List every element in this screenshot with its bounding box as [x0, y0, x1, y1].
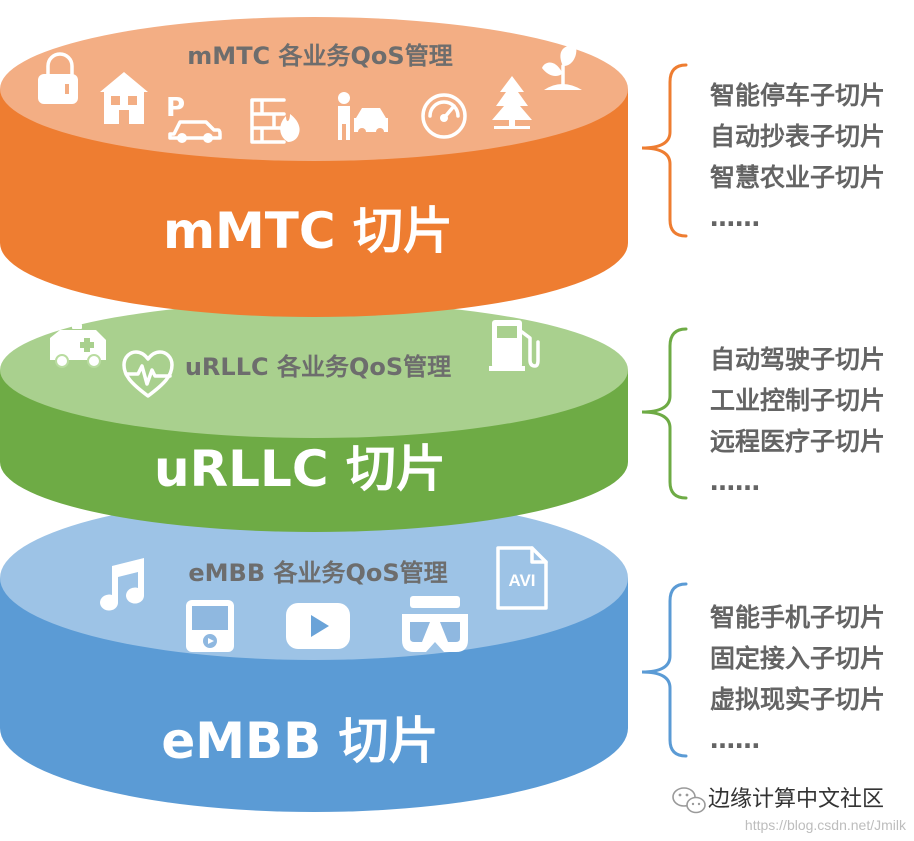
- list-item: 自动抄表子切片: [710, 122, 885, 151]
- list-item: ……: [710, 725, 760, 754]
- urllc-layer: uRLLC 各业务QoS管理 uRLLC 切片: [0, 302, 628, 532]
- list-item: 智能手机子切片: [710, 603, 885, 632]
- urllc-qos-label: uRLLC 各业务QoS管理: [185, 353, 451, 381]
- embb-brace: [641, 582, 688, 758]
- list-item: ……: [710, 203, 760, 232]
- svg-text:P: P: [166, 93, 185, 123]
- parking-car-icon: P: [166, 93, 222, 143]
- list-item: 固定接入子切片: [710, 644, 885, 673]
- vr-headset-icon: [402, 596, 468, 652]
- list-item: 智能停车子切片: [710, 81, 885, 110]
- ambulance-icon: [50, 324, 106, 368]
- music-note-icon: [100, 558, 144, 611]
- urllc-slice-title: uRLLC 切片: [154, 440, 446, 498]
- lock-icon: [38, 52, 78, 104]
- mmtc-brace: [641, 63, 688, 238]
- fuel-pump-icon: [489, 320, 540, 371]
- list-item: 虚拟现实子切片: [710, 685, 885, 714]
- urllc-cylinder-top: [0, 302, 628, 438]
- sprout-icon: [542, 45, 582, 90]
- wechat-icon: [672, 787, 706, 814]
- embb-sub-slice-list: 智能手机子切片 固定接入子切片 虚拟现实子切片 ……: [710, 603, 885, 754]
- list-item: 远程医疗子切片: [710, 427, 885, 456]
- mmtc-sub-slice-list: 智能停车子切片 自动抄表子切片 智慧农业子切片 ……: [710, 81, 885, 232]
- watermark-name: 边缘计算中文社区: [708, 787, 884, 812]
- list-item: 工业控制子切片: [710, 386, 885, 415]
- tree-icon: [492, 76, 532, 129]
- list-item: ……: [710, 467, 760, 496]
- gauge-icon: [421, 93, 467, 139]
- list-item: 智慧农业子切片: [710, 163, 885, 192]
- list-item: 自动驾驶子切片: [710, 345, 885, 374]
- urllc-brace: [641, 327, 688, 500]
- mmtc-slice-title: mMTC 切片: [163, 202, 453, 260]
- embb-layer: eMBB 各业务QoS管理 AVI eMBB: [0, 496, 628, 812]
- watermark-url: https://blog.csdn.net/Jmilk: [745, 817, 907, 833]
- avi-file-icon: AVI: [496, 546, 548, 610]
- urllc-sub-slice-list: 自动驾驶子切片 工业控制子切片 远程医疗子切片 ……: [710, 345, 885, 496]
- embb-slice-title: eMBB 切片: [161, 712, 438, 770]
- svg-text:AVI: AVI: [508, 571, 535, 590]
- embb-qos-label: eMBB 各业务QoS管理: [188, 559, 447, 587]
- media-player-icon: [186, 600, 234, 652]
- embb-cylinder-top: [0, 496, 628, 660]
- mmtc-cylinder-top: [0, 17, 628, 161]
- person-car-icon: [338, 92, 388, 140]
- fire-wall-icon: [250, 98, 300, 144]
- heart-pulse-icon: [122, 350, 174, 398]
- video-play-icon: [286, 603, 350, 649]
- house-icon: [100, 72, 148, 124]
- mmtc-qos-label: mMTC 各业务QoS管理: [187, 42, 452, 70]
- watermark: 边缘计算中文社区 https://blog.csdn.net/Jmilk: [672, 787, 907, 833]
- mmtc-layer: mMTC 各业务QoS管理 P: [0, 17, 628, 317]
